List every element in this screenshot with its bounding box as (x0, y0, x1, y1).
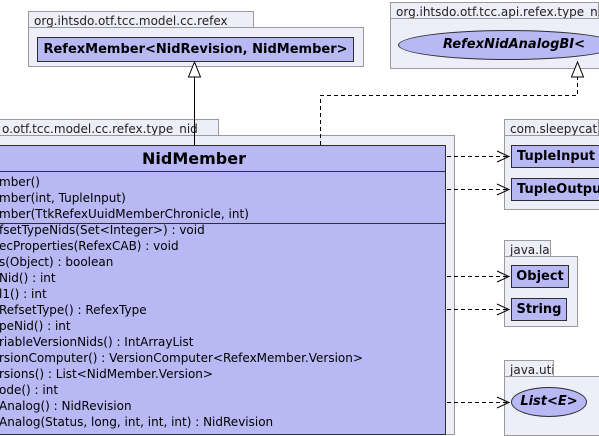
method-item: Analog() : NidRevision (0, 399, 132, 413)
interface-list[interactable]: List<E> (511, 387, 587, 417)
class-nid-member[interactable]: NidMember mber() mber(int, TupleInput) m… (0, 145, 446, 435)
method-item: peNid() : int (0, 319, 71, 333)
class-tuple-output[interactable]: TupleOutpu (511, 178, 599, 201)
method-item: l1() : int (0, 287, 47, 301)
method-item: s(Object) : boolean (0, 255, 114, 269)
method-item: Nid() : int (0, 271, 56, 285)
constructor-item: mber() (0, 175, 40, 189)
class-tuple-input[interactable]: TupleInput (511, 145, 599, 168)
class-nid-member-divider-2 (0, 223, 445, 224)
method-item: ecProperties(RefexCAB) : void (0, 239, 179, 253)
constructor-item: mber(int, TupleInput) (0, 191, 126, 205)
package-tab-sleepycat: com.sleepycat (504, 119, 599, 135)
constructor-item: mber(TtkRefexUuidMemberChronicle, int) (0, 207, 249, 221)
realization-arrowhead (570, 60, 585, 78)
package-tab-model-refex: org.ihtsdo.otf.tcc.model.cc.refex (28, 11, 254, 27)
class-tuple-output-label: TupleOutpu (517, 182, 599, 197)
class-nid-member-title: NidMember (142, 149, 246, 168)
class-string-label: String (516, 302, 562, 317)
class-refex-member-label: RefexMember<NidRevision, NidMember> (43, 42, 348, 57)
class-tuple-input-label: TupleInput (517, 149, 596, 164)
method-item: fsetTypeNids(Set<Integer>) : void (0, 223, 205, 237)
interface-refex-nid-analog[interactable]: RefexNidAnalogBI< (398, 30, 599, 60)
method-item: rsionComputer() : VersionComputer<RefexM… (0, 351, 363, 365)
interface-list-label: List<E> (520, 394, 578, 409)
class-string[interactable]: String (511, 298, 567, 321)
package-tab-java-util: java.util (504, 360, 554, 376)
package-tab-java-lang: java.lang (504, 240, 551, 256)
method-item: riableVersionNids() : IntArrayList (0, 335, 194, 349)
class-refex-member[interactable]: RefexMember<NidRevision, NidMember> (37, 37, 354, 62)
relationship-connectors (187, 60, 585, 409)
package-tab-api-type-nid: org.ihtsdo.otf.tcc.api.refex.type_nid (390, 2, 599, 18)
inheritance-arrowhead (187, 60, 202, 78)
class-object[interactable]: Object (511, 265, 569, 288)
method-item: ode() : int (0, 383, 59, 397)
method-item: RefsetType() : RefexType (0, 303, 147, 317)
method-item: rsions() : List<NidMember.Version> (0, 367, 213, 381)
class-nid-member-divider-1 (0, 171, 445, 172)
package-tab-model-type-nid: o.otf.tcc.model.cc.refex.type_nid (0, 119, 219, 135)
interface-refex-nid-analog-label: RefexNidAnalogBI< (442, 37, 586, 52)
class-object-label: Object (516, 269, 564, 284)
